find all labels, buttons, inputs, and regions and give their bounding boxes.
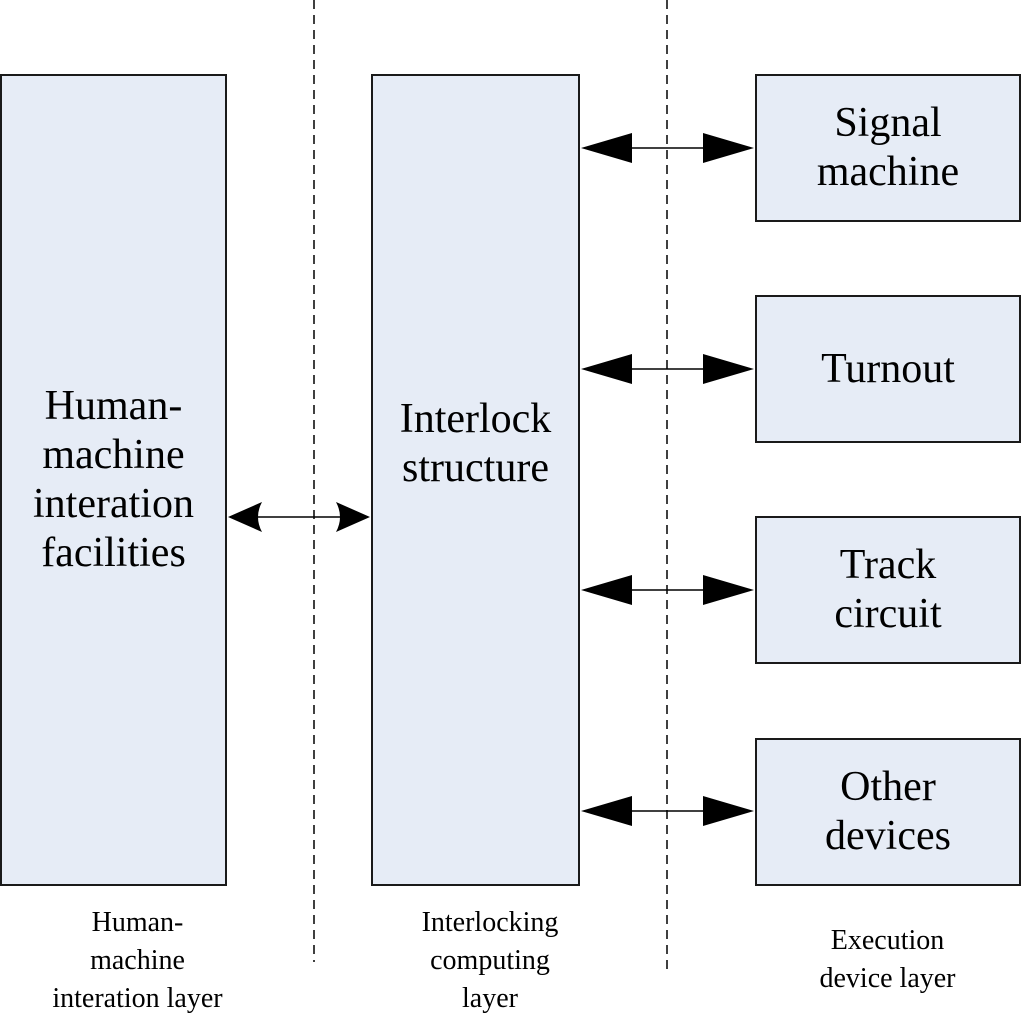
turnout-label: Turnout — [821, 345, 955, 392]
interlock-structure-label: Interlock structure — [399, 396, 552, 491]
hmi-facilities-box: Human- machine interation facilities — [0, 74, 227, 886]
arrow-interlock-turnout — [581, 354, 754, 384]
track-circuit-box: Track circuit — [755, 516, 1021, 664]
arrow-hmi-interlock — [228, 502, 370, 532]
arrow-interlock-signal — [581, 133, 754, 163]
signal-machine-label: Signal machine — [816, 100, 960, 195]
other-devices-label: Other devices — [825, 764, 951, 859]
signal-machine-box: Signal machine — [755, 74, 1021, 222]
other-devices-box: Other devices — [755, 738, 1021, 886]
interlocking-layer-label: Interlocking computing layer — [421, 907, 559, 1014]
track-circuit-label: Track circuit — [834, 542, 942, 637]
hmi-layer-label: Human- machine interation layer — [52, 907, 223, 1014]
arrow-interlock-other — [581, 796, 754, 826]
turnout-box: Turnout — [755, 295, 1021, 443]
interlock-structure-box: Interlock structure — [371, 74, 580, 886]
hmi-facilities-label: Human- machine interation facilities — [33, 383, 194, 576]
arrow-interlock-track — [581, 575, 754, 605]
execution-layer-label: Execution device layer — [819, 925, 956, 994]
